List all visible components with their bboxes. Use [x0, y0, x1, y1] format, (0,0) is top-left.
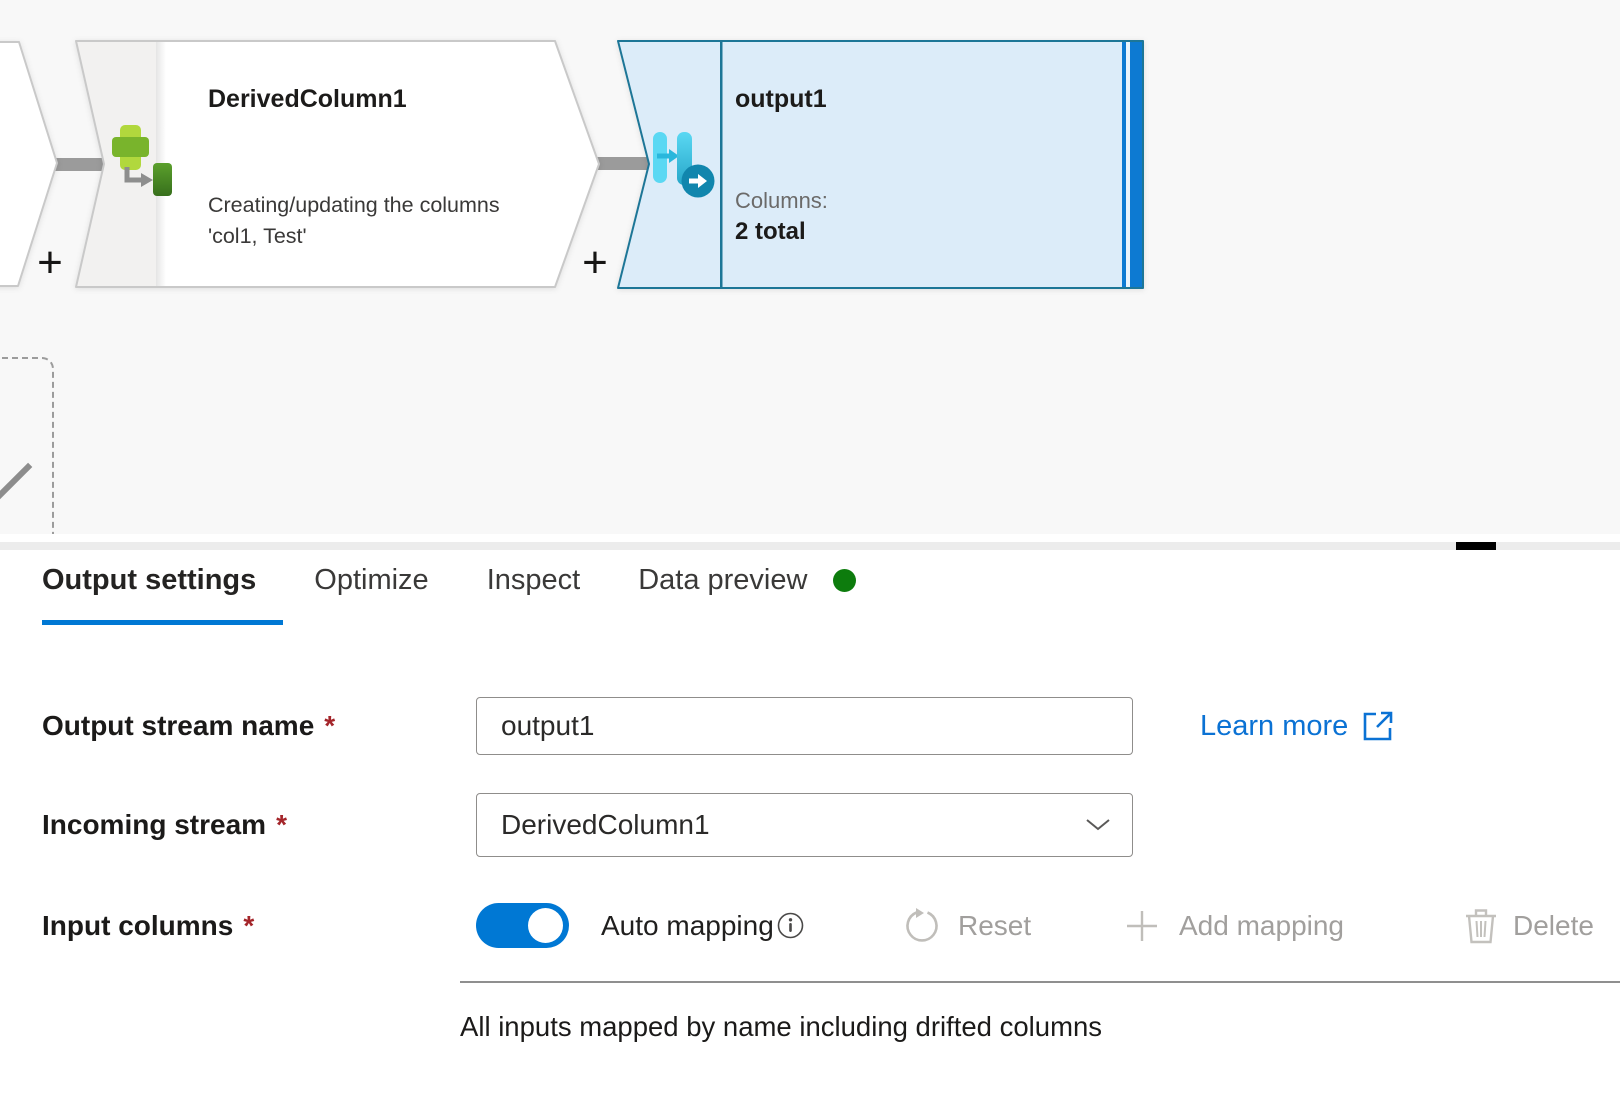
- data-preview-status-dot: [833, 569, 857, 592]
- stream-connector: [596, 157, 650, 170]
- incoming-stream-select[interactable]: DerivedColumn1: [476, 793, 1133, 857]
- auto-mapping-toggle[interactable]: [476, 903, 569, 948]
- panel-tabs: Output settings Optimize Inspect Data pr…: [42, 564, 857, 597]
- output-stream-name-input[interactable]: output1: [476, 697, 1133, 755]
- mapping-info-text: All inputs mapped by name including drif…: [460, 1011, 1103, 1042]
- panel-resize-handle[interactable]: [1456, 542, 1496, 550]
- mapping-section-divider: [460, 981, 1620, 983]
- tab-inspect[interactable]: Inspect: [486, 564, 581, 596]
- panel-resize-bar[interactable]: [0, 542, 1620, 550]
- learn-more-link[interactable]: Learn more: [1200, 697, 1396, 755]
- output-stream-name-label: Output stream name *: [42, 710, 336, 741]
- required-marker: *: [276, 809, 287, 840]
- auto-mapping-label: Auto mapping: [601, 909, 774, 941]
- sink-icon: [653, 132, 715, 198]
- node-columns-label: Columns:: [735, 188, 828, 213]
- reset-icon: [906, 907, 938, 942]
- node-derived-column[interactable]: DerivedColumn1 Creating/updating the col…: [75, 40, 601, 288]
- add-transformation-button[interactable]: +: [582, 238, 608, 287]
- toggle-knob: [528, 908, 563, 943]
- offscreen-dashed-node: [0, 357, 54, 534]
- incoming-stream-label: Incoming stream *: [42, 809, 287, 840]
- add-mapping-button[interactable]: Add mapping: [1125, 903, 1344, 948]
- chevron-down-icon: [1086, 819, 1110, 831]
- add-transformation-button[interactable]: +: [37, 238, 63, 287]
- node-title: DerivedColumn1: [208, 85, 407, 113]
- node-columns-count: 2 total: [735, 218, 806, 245]
- info-icon[interactable]: [777, 912, 804, 939]
- required-marker: *: [243, 909, 255, 941]
- delete-button[interactable]: Delete: [1465, 903, 1594, 948]
- node-title: output1: [735, 85, 827, 113]
- derived-column-icon: [112, 125, 172, 196]
- tab-data-preview[interactable]: Data preview: [638, 564, 857, 597]
- node-sink-output1[interactable]: output1 Columns: 2 total: [617, 40, 1144, 289]
- offscreen-node[interactable]: [0, 41, 58, 288]
- active-tab-underline: [42, 620, 283, 625]
- node-description: Creating/updating the columns 'col1, Tes…: [208, 193, 500, 249]
- external-link-icon: [1364, 711, 1393, 741]
- settings-panel: Output settings Optimize Inspect Data pr…: [0, 550, 1620, 1113]
- dataflow-canvas[interactable]: + DerivedColumn1: [0, 0, 1620, 534]
- tab-optimize[interactable]: Optimize: [314, 564, 429, 596]
- panel-top-gap: [0, 534, 1620, 542]
- required-marker: *: [324, 710, 336, 741]
- stream-connector: [40, 158, 112, 171]
- trash-icon: [1466, 908, 1496, 943]
- tab-data-preview-label: Data preview: [638, 564, 808, 596]
- tab-output-settings[interactable]: Output settings: [42, 564, 257, 596]
- plus-icon: [1127, 910, 1157, 941]
- input-columns-label: Input columns *: [42, 909, 255, 941]
- reset-button[interactable]: Reset: [904, 903, 1031, 948]
